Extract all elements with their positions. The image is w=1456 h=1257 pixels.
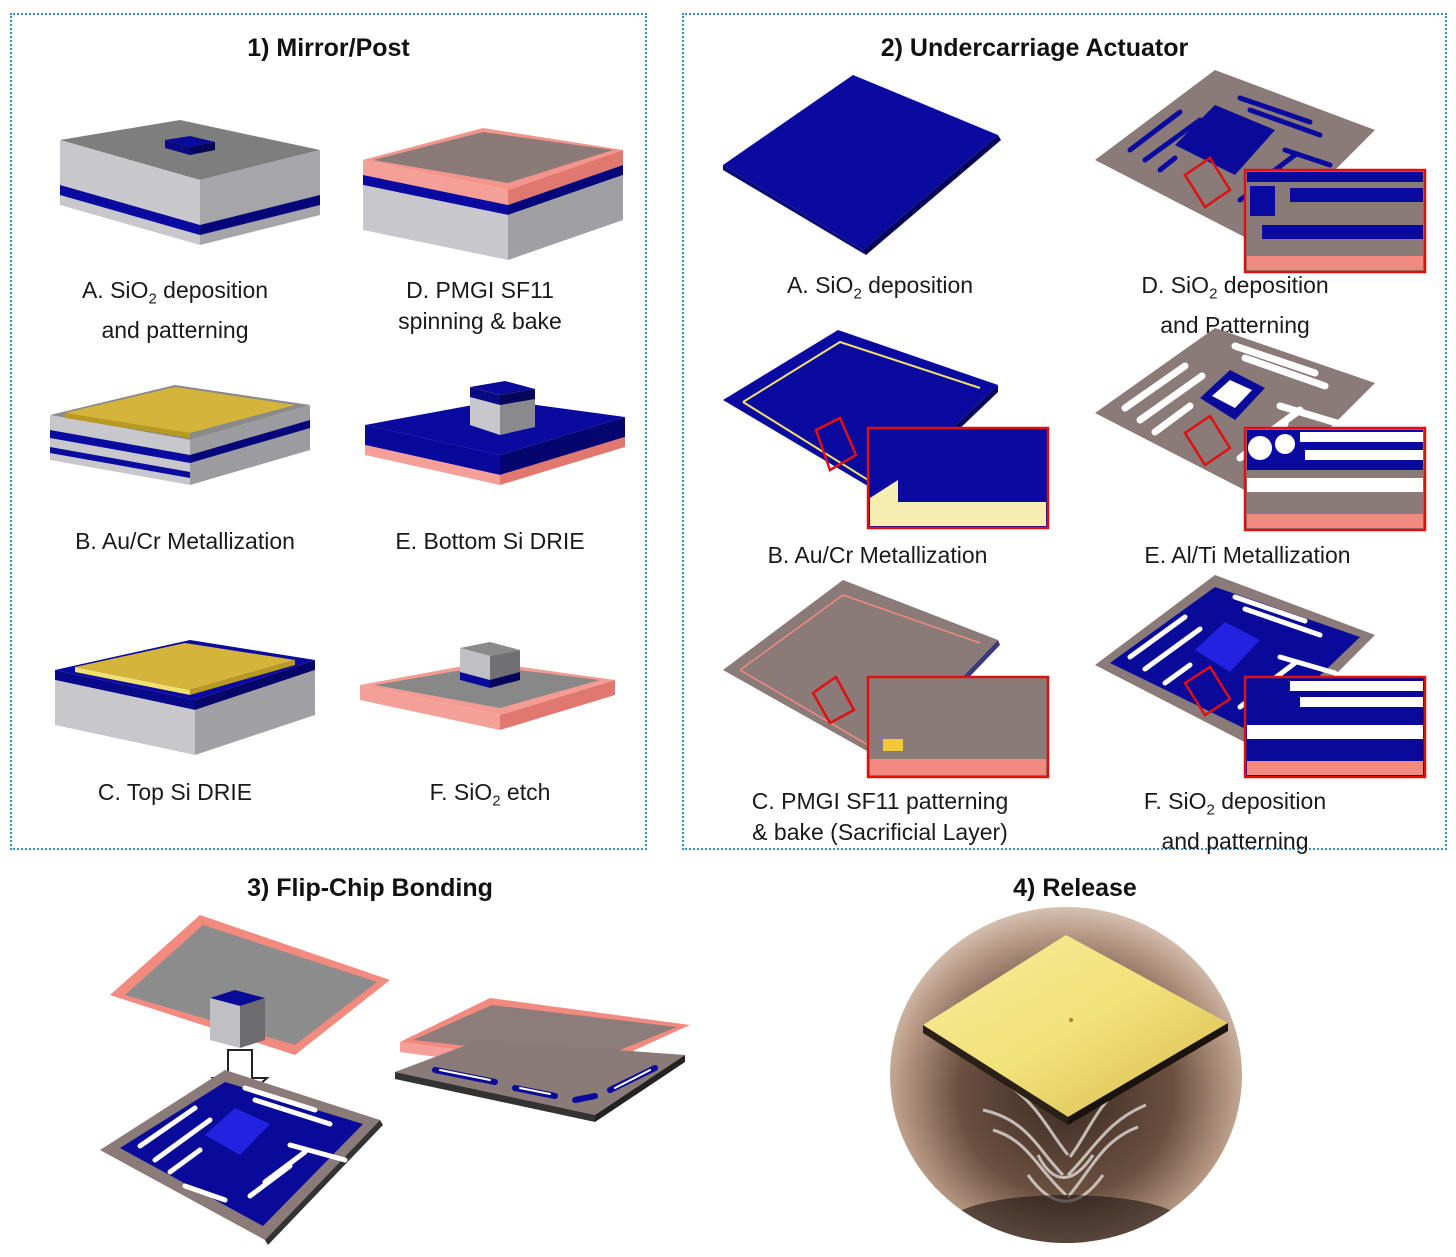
mirror-step-a-caption: A. SiO2 deposition and patterning: [81, 277, 269, 343]
actuator-step-f-oxide-pattern: [1095, 575, 1427, 779]
step-c-top-si-drie: [55, 640, 315, 755]
actuator-step-e-caption: E. Al/Ti Metallization: [1144, 542, 1351, 568]
mirror-step-e-caption: E. Bottom Si DRIE: [395, 528, 585, 554]
flip-chip-bonding-illustration: [100, 915, 690, 1245]
release-title: 4) Release: [1013, 874, 1137, 902]
flip-chip-title: 3) Flip-Chip Bonding: [247, 874, 493, 902]
actuator-step-d-caption: D. SiO2 deposition and Patterning: [1141, 272, 1329, 338]
mirror-step-f-caption: F. SiO2 etch: [429, 779, 551, 810]
step-b-gold-wafer: [50, 385, 310, 485]
step-d-pmgi-spun: [363, 128, 623, 260]
actuator-step-a-oxide: [723, 75, 1001, 255]
actuator-step-c-caption: C. PMGI SF11 patterning & bake (Sacrific…: [751, 788, 1009, 845]
step-f-oxide-etch: [360, 642, 615, 730]
undercarriage-panel: [682, 13, 1447, 850]
released-device-photo: [890, 907, 1242, 1243]
step-a-oxide-patterned-wafer: [60, 120, 320, 245]
mirror-step-c-caption: C. Top Si DRIE: [97, 779, 253, 805]
step-e-bottom-si-drie: [365, 381, 625, 485]
actuator-step-b-caption: B. Au/Cr Metallization: [767, 542, 988, 568]
mirror-step-d-caption: D. PMGI SF11 spinning & bake: [398, 277, 562, 334]
actuator-step-c-pmgi: [723, 580, 1050, 779]
mirror-post-panel: [10, 13, 647, 850]
actuator-step-d-oxide-pattern: [1095, 70, 1427, 274]
actuator-step-b-metallization: [723, 330, 1050, 530]
mirror-step-b-caption: B. Au/Cr Metallization: [75, 528, 295, 554]
undercarriage-title: 2) Undercarriage Actuator: [880, 34, 1189, 62]
mirror-post-title: 1) Mirror/Post: [247, 34, 410, 62]
actuator-step-e-al-metallization: [1095, 328, 1427, 532]
actuator-step-f-caption: F. SiO2 deposition and patterning: [1143, 788, 1327, 854]
actuator-step-a-caption: A. SiO2 deposition: [786, 272, 974, 303]
